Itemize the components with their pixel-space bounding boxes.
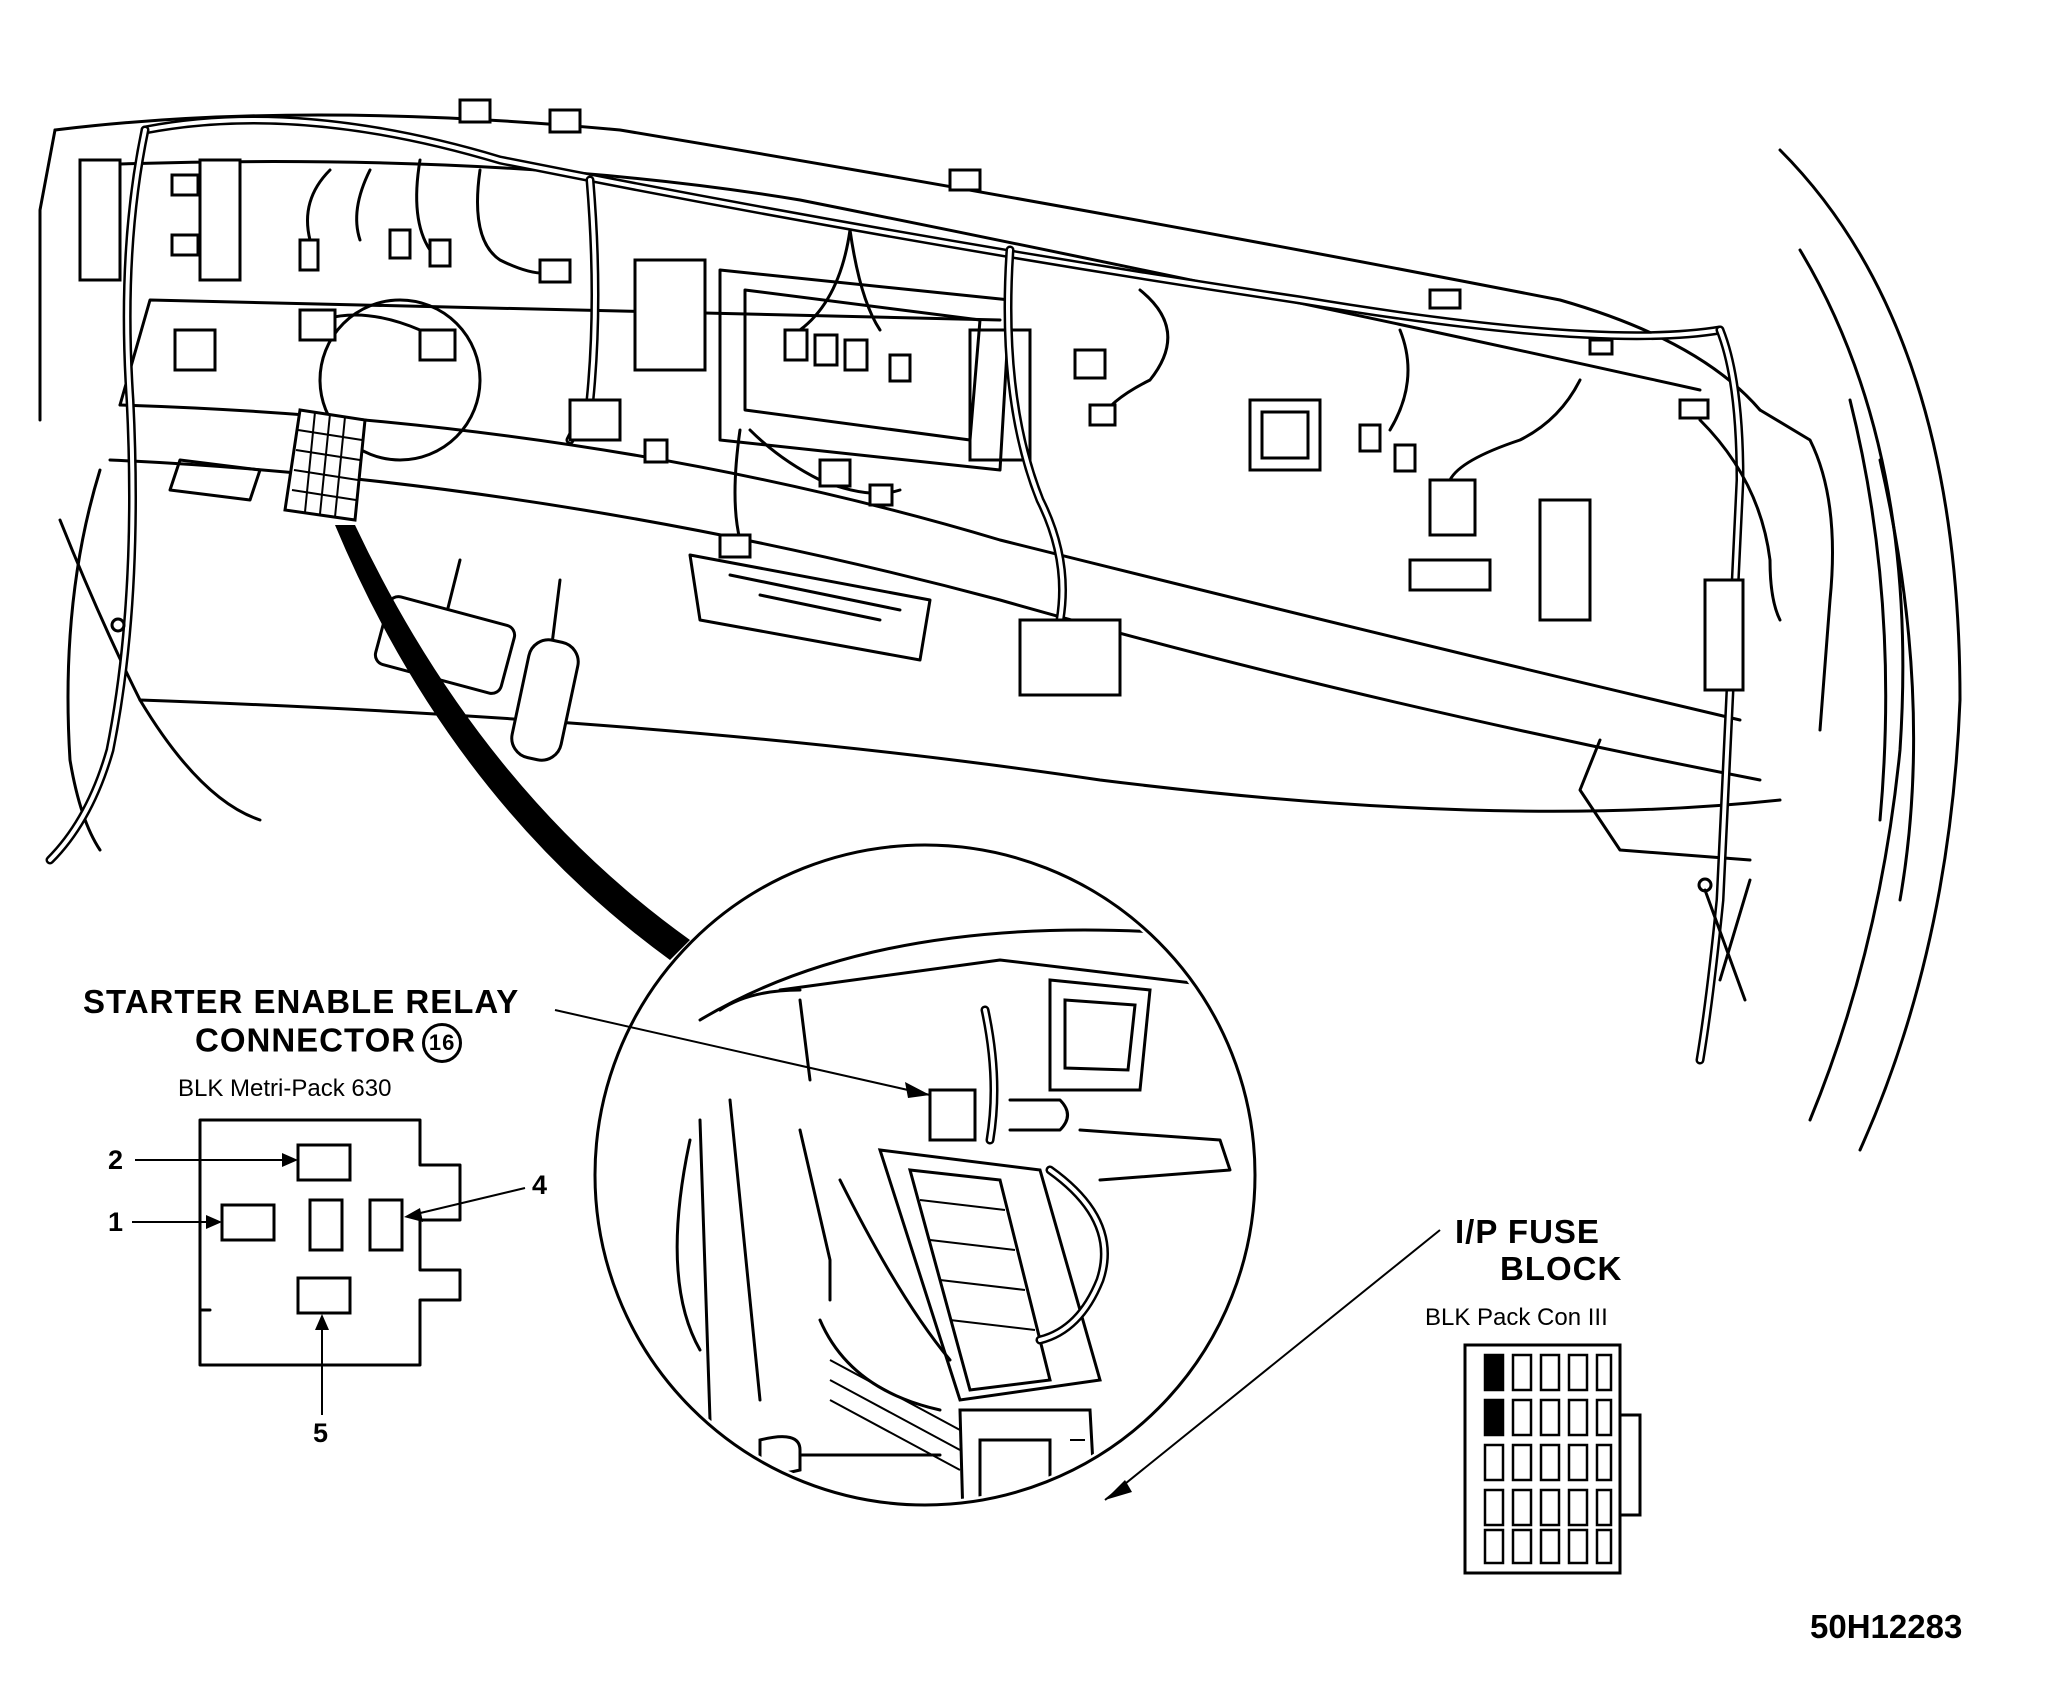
relay-connector-title: STARTER ENABLE RELAY [83, 985, 519, 1018]
fuse-block-pinout [1463, 1343, 1642, 1575]
pin-2-cavity [296, 1143, 352, 1182]
relay-connector-subtitle: BLK Metri-Pack 630 [178, 1075, 392, 1102]
fuse-block-title-2: BLOCK [1500, 1252, 1622, 1285]
fuse-title-line1: I/P FUSE [1455, 1213, 1600, 1250]
pin-1-cavity [220, 1203, 276, 1242]
figure-id: 50H12283 [1810, 1608, 1963, 1645]
pin-label-2: 2 [108, 1145, 124, 1175]
relay-connector-pinout [132, 1118, 526, 1415]
leader-lines [554, 1009, 1441, 1501]
zoom-callout-wedge [335, 525, 690, 960]
wiring-harness [45, 98, 1782, 1065]
pin-4-cavity [368, 1198, 404, 1252]
pin-label-5: 5 [313, 1418, 329, 1448]
connector-number-badge: 16 [422, 1023, 463, 1063]
pin-5-cavity [296, 1276, 352, 1315]
fuse-block-title: I/P FUSE [1455, 1215, 1600, 1248]
fuse-title-line2: BLOCK [1500, 1250, 1623, 1287]
relay-title-line2: CONNECTOR [195, 1021, 417, 1059]
pin-3-cavity [308, 1198, 344, 1252]
pin-label-1: 1 [108, 1207, 124, 1237]
relay-title-line1: STARTER ENABLE RELAY [83, 983, 520, 1020]
detail-view-circle [593, 843, 1257, 1507]
pin-label-4: 4 [532, 1170, 548, 1200]
fuse-block-subtitle: BLK Pack Con III [1425, 1304, 1608, 1331]
panel-fuse-block-icon [283, 408, 367, 522]
